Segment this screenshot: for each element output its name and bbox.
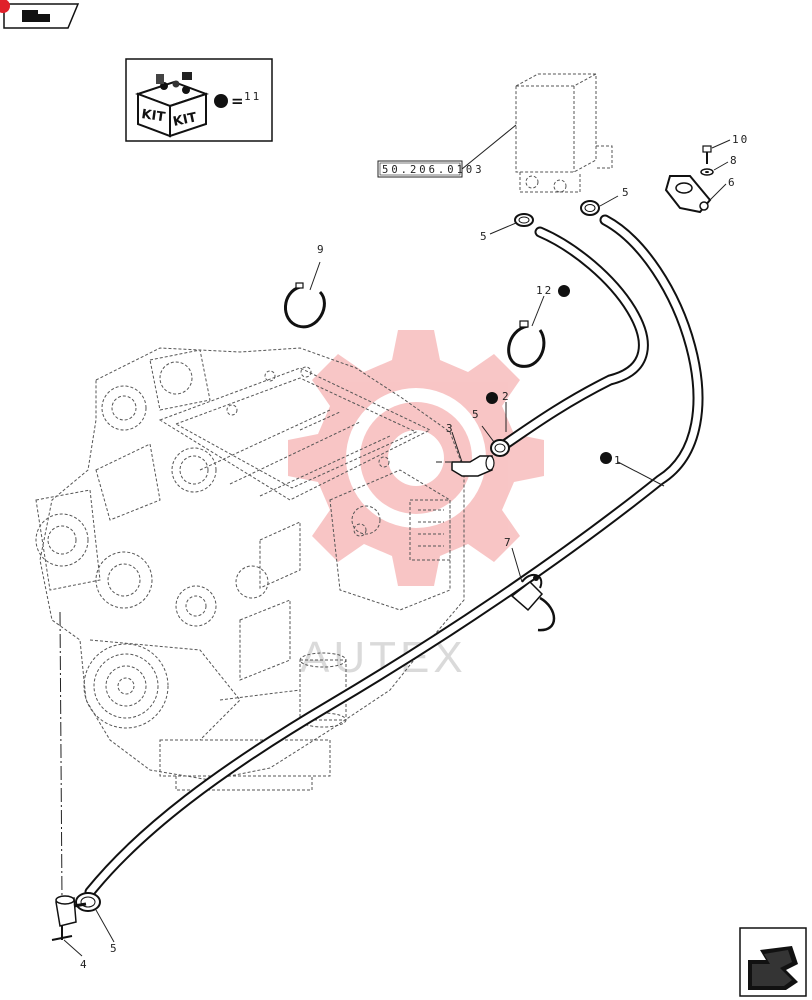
callout-5-top-left: 5 <box>480 230 489 243</box>
bracket-clamp-7[interactable] <box>510 573 556 632</box>
nav-back-tab[interactable] <box>3 3 80 29</box>
arrow-next-icon <box>748 946 798 990</box>
drain-valve[interactable] <box>51 895 87 941</box>
elbow-fitting[interactable] <box>451 455 495 477</box>
callout-8: 8 <box>730 154 739 167</box>
bolt-10[interactable] <box>702 145 712 164</box>
hose-clamp-bottom[interactable] <box>75 892 101 912</box>
hose-clamp-mid[interactable] <box>490 439 510 457</box>
kit-dot-2 <box>486 392 498 404</box>
folder-arrow-icon <box>22 10 50 22</box>
kit-bullet-icon <box>214 94 228 108</box>
callout-5-top-right: 5 <box>622 186 631 199</box>
callout-3: 3 <box>446 422 455 435</box>
reference-label[interactable]: 50.206.0103 <box>377 160 485 178</box>
callout-labels: 5 5 9 12 5 2 3 1 7 10 8 6 4 5 <box>80 133 749 971</box>
callout-1: 1 <box>614 454 623 467</box>
clamp-6[interactable] <box>664 175 712 214</box>
callout-4: 4 <box>80 958 89 971</box>
kit-legend: KIT KIT = 11 <box>125 58 273 142</box>
callout-7: 7 <box>504 536 513 549</box>
svg-text:KIT: KIT <box>172 110 199 130</box>
hose-1[interactable] <box>84 214 704 898</box>
callout-5-mid: 5 <box>472 408 481 421</box>
washer-8[interactable] <box>700 168 714 176</box>
reference-code: 50.206.0103 <box>382 164 485 176</box>
callout-12: 12 <box>536 284 553 297</box>
clip-9[interactable] <box>284 282 326 329</box>
kit-box-icon: KIT KIT <box>135 72 209 138</box>
reservoir-phantom <box>515 73 613 193</box>
hose-clamp-top-left[interactable] <box>514 213 534 227</box>
nav-next-button[interactable] <box>739 927 807 997</box>
reference-leader <box>461 124 517 170</box>
callout-6: 6 <box>728 176 737 189</box>
corner-badge <box>0 0 10 13</box>
svg-text:=: = <box>231 92 244 110</box>
leader-lines <box>63 139 731 957</box>
callout-2: 2 <box>502 390 511 403</box>
hose-clamp-top-right[interactable] <box>580 200 600 216</box>
clip-12[interactable] <box>507 320 546 368</box>
callout-10: 10 <box>732 133 749 146</box>
kit-item-number: 11 <box>244 90 261 103</box>
centerline-4 <box>59 611 63 901</box>
callout-9: 9 <box>317 243 326 256</box>
engine-phantom <box>35 347 465 791</box>
svg-text:KIT: KIT <box>140 107 166 125</box>
kit-dot-12 <box>558 285 570 297</box>
hose-2[interactable] <box>494 226 649 454</box>
callout-5-bottom: 5 <box>110 942 119 955</box>
kit-dot-1 <box>600 452 612 464</box>
